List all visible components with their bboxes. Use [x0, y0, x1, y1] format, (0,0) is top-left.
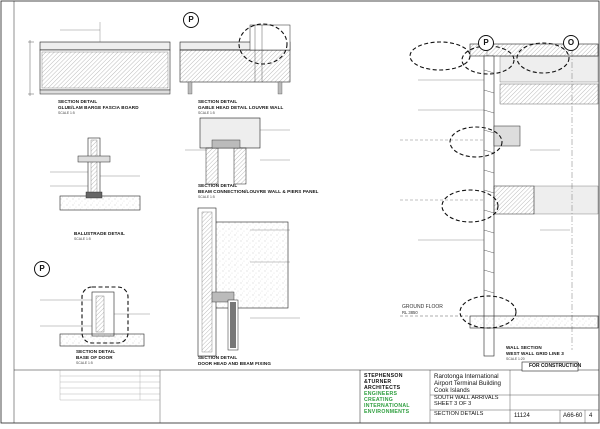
sheet-title-line: SECTION DETAILS — [434, 411, 484, 417]
detail-scale: SCALE 1:5 — [198, 195, 215, 199]
sheet-title: SOUTH WALL ARRIVALS SHEET 3 OF 3 — [434, 395, 499, 407]
grid-label-circle: P — [34, 261, 50, 277]
ground-floor-label: GROUND FLOOR — [402, 304, 443, 310]
detail-title: SECTION DETAIL — [198, 183, 238, 188]
firm-logo-line: &TURNER — [364, 379, 392, 385]
project-name-line: Airport Terminal Building — [434, 380, 501, 387]
project-name-line: Cook Islands — [434, 387, 470, 394]
grid-label-circle: P — [183, 12, 199, 28]
louvre-blades — [483, 69, 495, 294]
firm-logo-line: ENGINEERS — [364, 391, 398, 397]
detail-scale: SCALE 1:20 — [506, 357, 525, 361]
firm-logo-line: INTERNATIONAL — [364, 403, 410, 409]
detail-subtitle: GABLE HEAD DETAIL LOUVRE WALL — [198, 105, 284, 110]
detail-title: SECTION DETAIL — [198, 99, 238, 104]
job-number: 11124 — [514, 413, 530, 419]
detail-title: SECTION DETAIL — [198, 355, 238, 360]
firm-logo-line: ENVIRONMENTS — [364, 409, 410, 415]
detail-subtitle: GLUE/LAM BARGE FASCIA BOARD — [58, 105, 139, 110]
detail-title: WALL SECTION — [506, 345, 542, 350]
firm-logo-line: ARCHITECTS — [364, 385, 401, 391]
detail-title: SECTION DETAIL — [58, 99, 98, 104]
detail-title: BALUSTRADE DETAIL — [74, 231, 125, 236]
ground-floor-level: RL 3850 — [402, 310, 418, 315]
project-name-line: Rarotonga International — [434, 373, 499, 380]
detail-title: SECTION DETAIL — [76, 349, 116, 354]
detail-scale: SCALE 1:5 — [198, 111, 215, 115]
detail-subtitle: BEAM CONNECTION/LOUVRE WALL & PIERS PANE… — [198, 189, 319, 194]
detail-door-head — [197, 207, 300, 357]
drawing-number: A66-60 — [563, 413, 583, 419]
detail-gable-head — [179, 23, 291, 95]
construction-stamp: FOR CONSTRUCTION — [529, 363, 582, 369]
detail-base-of-door — [40, 286, 150, 347]
detail-beam-connection — [185, 117, 290, 185]
detail-scale: SCALE 1:5 — [58, 111, 75, 115]
detail-scale: SCALE 1:5 — [76, 361, 93, 365]
detail-subtitle: WEST WALL GRID LINE 3 — [506, 351, 564, 356]
detail-balustrade — [50, 137, 141, 211]
project-name: Rarotonga International Airport Terminal… — [434, 373, 501, 394]
sheet-title-line: SHEET 3 OF 3 — [434, 400, 472, 407]
grid-label-circle: P — [478, 35, 494, 51]
detail-scale: SCALE 1:5 — [74, 237, 91, 241]
detail-barge-fascia — [28, 22, 171, 96]
sheet-title-line: SOUTH WALL ARRIVALS — [434, 395, 499, 401]
firm-logo-line: STEPHENSON — [364, 373, 403, 379]
detail-subtitle: BASE OF DOOR — [76, 355, 113, 360]
firm-logo-line: CREATING — [364, 397, 394, 403]
detail-subtitle: DOOR HEAD AND BEAM FIXING — [198, 361, 272, 366]
grid-label-circle: O — [563, 35, 579, 51]
revision-number: 4 — [589, 413, 593, 419]
title-block-frame — [14, 361, 599, 423]
